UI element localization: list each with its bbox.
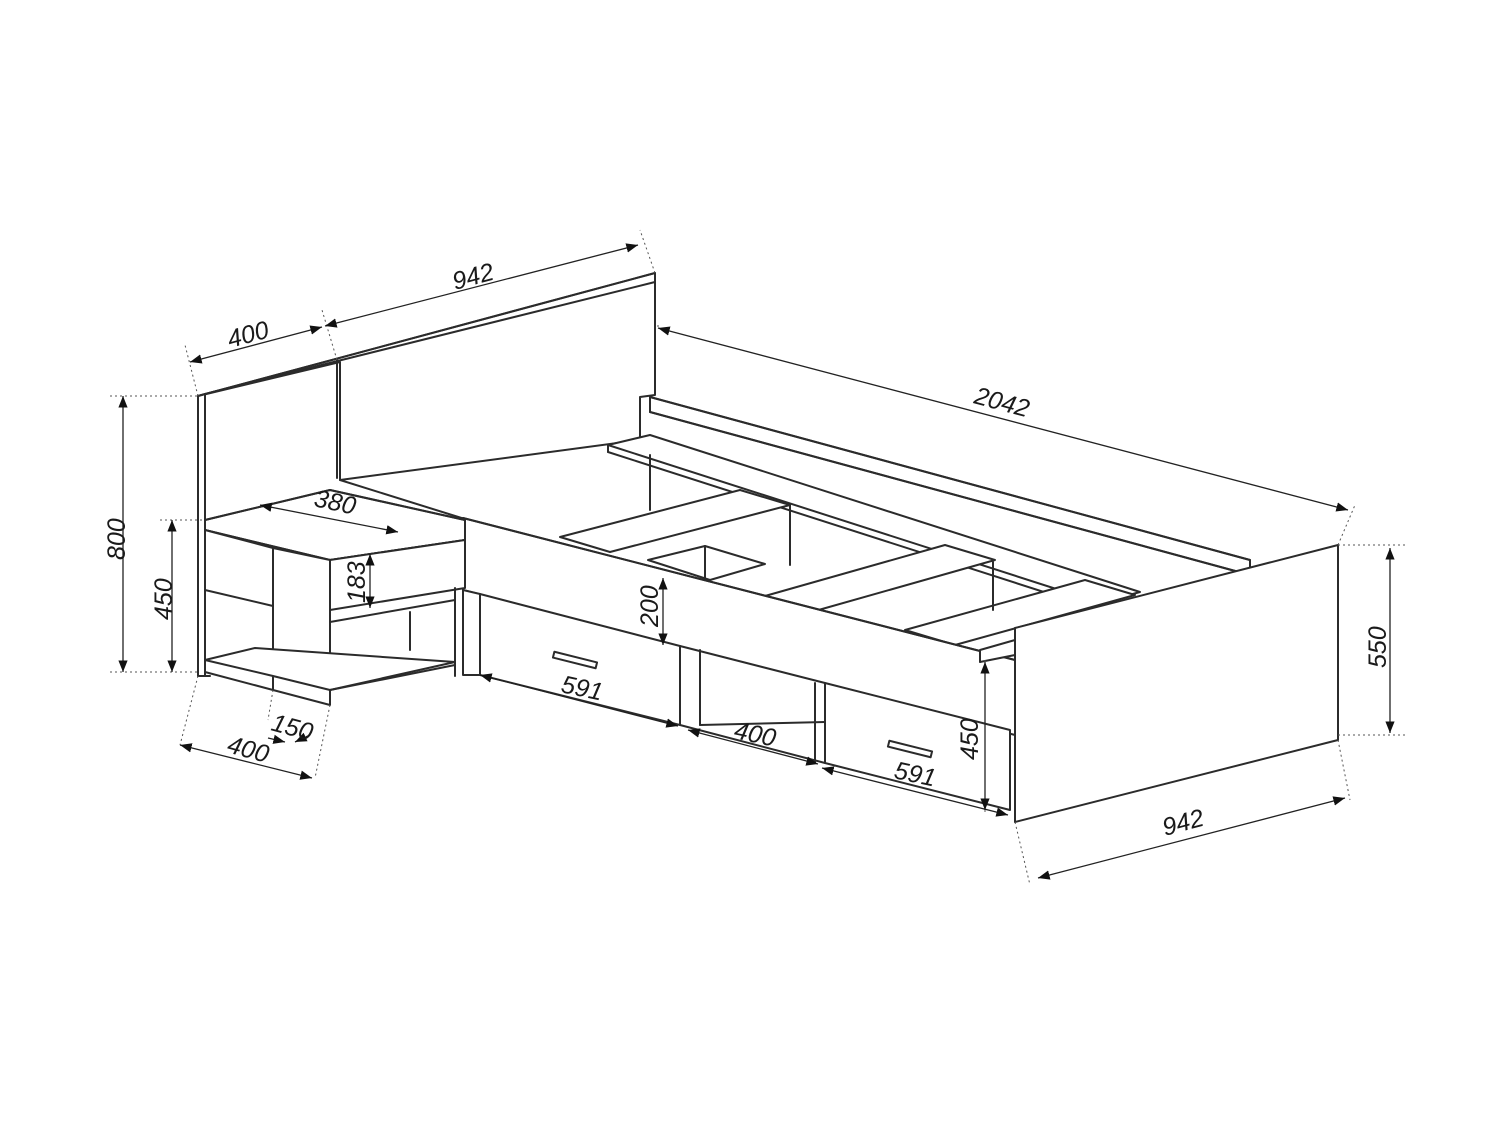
- dim-nightstand-offset: 150: [268, 709, 316, 747]
- dim-side-rail-height: 200: [636, 585, 664, 628]
- footboard: [979, 544, 1339, 823]
- dimension-lines: [110, 229, 1405, 886]
- dim-drawer-height: 450: [956, 718, 984, 760]
- nightstand: [204, 489, 466, 706]
- dim-nightstand-width: 400: [224, 731, 272, 769]
- dim-nightstand-drawer-height: 183: [343, 561, 371, 603]
- dim-bed-length: 2042: [970, 381, 1032, 423]
- dim-headboard-left-width: 400: [224, 316, 272, 354]
- dim-footboard-height: 550: [1364, 626, 1392, 668]
- dim-headboard-length: 942: [449, 258, 497, 296]
- dim-headboard-height: 800: [103, 518, 131, 560]
- dim-nightstand-height: 450: [150, 578, 178, 620]
